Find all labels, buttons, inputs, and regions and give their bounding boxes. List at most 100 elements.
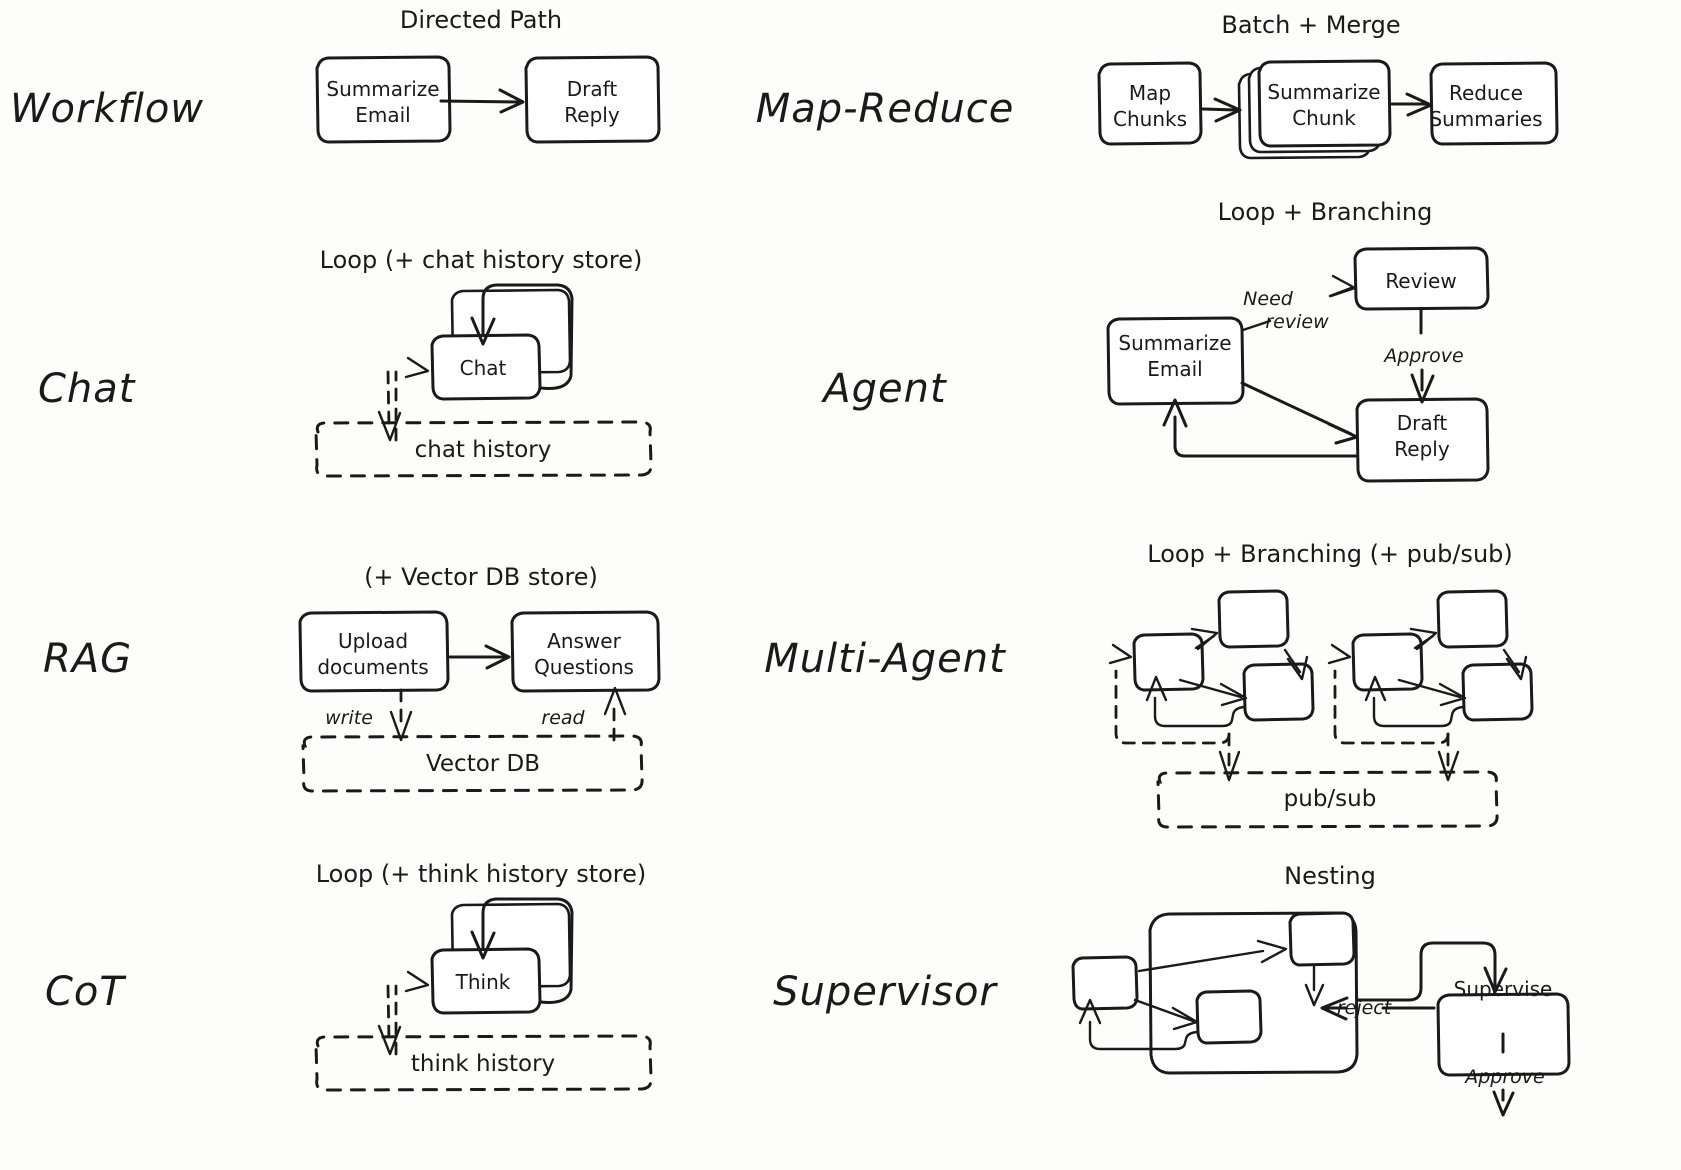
edge-label: reject bbox=[1337, 997, 1393, 1019]
node-chat: Chat bbox=[430, 333, 542, 401]
node-label: Summarize bbox=[1118, 331, 1231, 355]
edge-arrow bbox=[1397, 678, 1467, 707]
row-label-workflow: Workflow bbox=[10, 86, 204, 132]
panel-agent: Agent Loop + Branching Summarize Email R… bbox=[820, 198, 1490, 483]
edge-summarize-to-draft bbox=[1240, 381, 1359, 445]
node-label: Answer bbox=[547, 629, 621, 653]
node-label: Chat bbox=[460, 356, 507, 380]
caption-agent-loop: Loop + Branching bbox=[1218, 198, 1433, 226]
caption-vector-db-store: (+ Vector DB store) bbox=[364, 563, 598, 591]
node-label: Summarize bbox=[1267, 80, 1380, 104]
panel-rag: RAG (+ Vector DB store) Upload documents… bbox=[43, 563, 661, 793]
node-label: Think bbox=[455, 970, 511, 994]
edge-arrow bbox=[1304, 965, 1325, 1007]
caption-cot-loop: Loop (+ think history store) bbox=[316, 860, 647, 888]
panel-multi-agent: Multi-Agent Loop + Branching (+ pub/sub) bbox=[764, 540, 1534, 829]
row-label-supervisor: Supervisor bbox=[773, 969, 998, 1015]
panel-supervisor: Supervisor Nesting bbox=[773, 862, 1571, 1117]
node-label: Email bbox=[1147, 357, 1203, 381]
row-label-rag: RAG bbox=[43, 636, 132, 682]
node-label: Reduce bbox=[1449, 81, 1523, 105]
agent-cluster-b bbox=[1327, 589, 1534, 782]
node-upload-documents: Upload documents bbox=[298, 610, 450, 693]
edge-dashed-to-pubsub bbox=[1218, 732, 1241, 782]
node-empty bbox=[1436, 589, 1509, 649]
node-label: documents bbox=[317, 655, 428, 679]
node-answer-questions: Answer Questions bbox=[510, 610, 661, 693]
panel-map-reduce: Map-Reduce Batch + Merge Map Chunks Summ… bbox=[756, 11, 1559, 160]
node-label: Review bbox=[1385, 269, 1456, 293]
edge-need-review: Need review bbox=[1241, 274, 1357, 333]
edge-arrow bbox=[1201, 97, 1242, 123]
caption-directed-path: Directed Path bbox=[400, 6, 562, 34]
row-label-agent: Agent bbox=[820, 366, 947, 412]
row-label-map-reduce: Map-Reduce bbox=[756, 86, 1015, 132]
edge-arrow bbox=[1390, 92, 1433, 117]
row-label-cot: CoT bbox=[45, 969, 127, 1015]
edge-write: write bbox=[325, 688, 413, 742]
store-label: chat history bbox=[415, 437, 552, 463]
node-label: Email bbox=[355, 103, 411, 127]
edge-arrow bbox=[1178, 678, 1248, 707]
edge-label: write bbox=[325, 707, 373, 729]
caption-multiagent: Loop + Branching (+ pub/sub) bbox=[1147, 540, 1513, 568]
node-label: Reply bbox=[564, 103, 620, 127]
edge-subgraph-to-supervise bbox=[1356, 941, 1508, 1002]
edge-arrow bbox=[1283, 648, 1309, 681]
edge-label: review bbox=[1265, 311, 1329, 333]
node-map-chunks: Map Chunks bbox=[1097, 61, 1203, 146]
store-label: pub/sub bbox=[1284, 786, 1377, 812]
node-review: Review bbox=[1353, 246, 1490, 311]
panel-cot: CoT Loop (+ think history store) Think t… bbox=[45, 860, 653, 1092]
node-empty bbox=[1132, 632, 1205, 692]
node-label: Map bbox=[1129, 81, 1171, 105]
node-supervise: Supervise bbox=[1436, 977, 1571, 1077]
panel-chat: Chat Loop (+ chat history store) Chat ch… bbox=[38, 246, 653, 478]
caption-nesting: Nesting bbox=[1284, 862, 1376, 890]
agent-cluster-a bbox=[1108, 589, 1315, 782]
node-agent-summarize-email: Summarize Email bbox=[1106, 316, 1245, 406]
edge-self-loop bbox=[470, 897, 574, 1004]
edge-reject: reject bbox=[1320, 996, 1436, 1021]
row-label-multi-agent: Multi-Agent bbox=[764, 636, 1006, 682]
node-summarize-chunk-stack: Summarize Chunk bbox=[1237, 59, 1392, 160]
edge-label: Need bbox=[1243, 288, 1294, 310]
edge-self-loop bbox=[470, 283, 574, 390]
node-label: Supervise bbox=[1454, 977, 1553, 1001]
store-vector-db: Vector DB bbox=[301, 734, 644, 793]
node-agent-draft-reply: Draft Reply bbox=[1355, 397, 1490, 483]
edge-dashed-read bbox=[394, 970, 430, 1056]
node-empty bbox=[1071, 955, 1139, 1011]
row-label-chat: Chat bbox=[38, 366, 136, 412]
nested-subgraph-container bbox=[1071, 911, 1359, 1075]
edge-arrow bbox=[1409, 627, 1438, 651]
node-label: Upload bbox=[338, 629, 408, 653]
node-empty bbox=[1217, 589, 1290, 649]
store-chat-history: chat history bbox=[314, 420, 653, 478]
edge-loop-back bbox=[1078, 998, 1199, 1051]
edge-read: read bbox=[541, 686, 627, 742]
caption-chat-loop: Loop (+ chat history store) bbox=[320, 246, 643, 274]
node-label: Draft bbox=[567, 77, 618, 101]
edge-label: Approve bbox=[1382, 345, 1464, 367]
node-empty bbox=[1242, 662, 1315, 722]
node-empty bbox=[1288, 911, 1356, 967]
edge-draft-back-to-summarize bbox=[1162, 398, 1359, 458]
node-label: Chunk bbox=[1292, 106, 1356, 130]
node-label: Reply bbox=[1394, 437, 1450, 461]
node-label: Questions bbox=[534, 655, 634, 679]
node-empty bbox=[1461, 662, 1534, 722]
store-label: think history bbox=[411, 1051, 555, 1077]
node-empty bbox=[1351, 632, 1424, 692]
node-reduce-summaries: Reduce Summaries bbox=[1429, 61, 1559, 146]
edge-label: Approve bbox=[1463, 1066, 1545, 1088]
store-label: Vector DB bbox=[426, 751, 540, 777]
edge-arrow bbox=[1190, 627, 1219, 651]
node-label: Summaries bbox=[1429, 107, 1542, 131]
edge-loop-back bbox=[1145, 675, 1246, 728]
edge-arrow bbox=[1502, 648, 1528, 681]
edge-arrow bbox=[439, 88, 525, 114]
panel-workflow: Workflow Directed Path Summarize Email D… bbox=[10, 6, 661, 144]
store-pub-sub: pub/sub bbox=[1156, 770, 1499, 829]
